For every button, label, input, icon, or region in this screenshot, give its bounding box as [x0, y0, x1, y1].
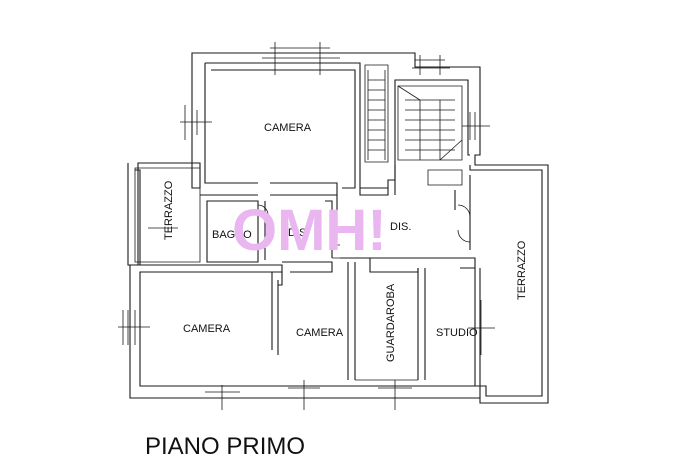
- room-label-bagno: BAGNO: [212, 229, 252, 241]
- room-label-terrazzo-right: TERRAZZO: [516, 240, 528, 300]
- room-label-camera-left: CAMERA: [183, 323, 231, 335]
- room-label-terrazzo-left: TERRAZZO: [163, 180, 175, 240]
- windows: [118, 42, 495, 410]
- stairs: [364, 64, 463, 186]
- door-arcs: [257, 204, 471, 243]
- room-label-dis-right: DIS.: [390, 221, 411, 233]
- terrace-left: [127, 163, 201, 266]
- bagno-walls: [200, 194, 340, 273]
- room-label-dis-left: DIS.: [288, 227, 309, 239]
- room-label-camera-top: CAMERA: [264, 122, 312, 134]
- outer-walls: [129, 52, 549, 404]
- room-label-studio: STUDIO: [436, 327, 478, 339]
- camera-top-walls: [204, 63, 388, 195]
- room-label-guardaroba: GUARDAROBA: [385, 283, 397, 362]
- watermark-logo: OMH!: [232, 198, 387, 263]
- room-label-camera-mid: CAMERA: [296, 327, 344, 339]
- lower-rooms: [140, 262, 481, 398]
- plan-title: PIANO PRIMO: [145, 433, 305, 460]
